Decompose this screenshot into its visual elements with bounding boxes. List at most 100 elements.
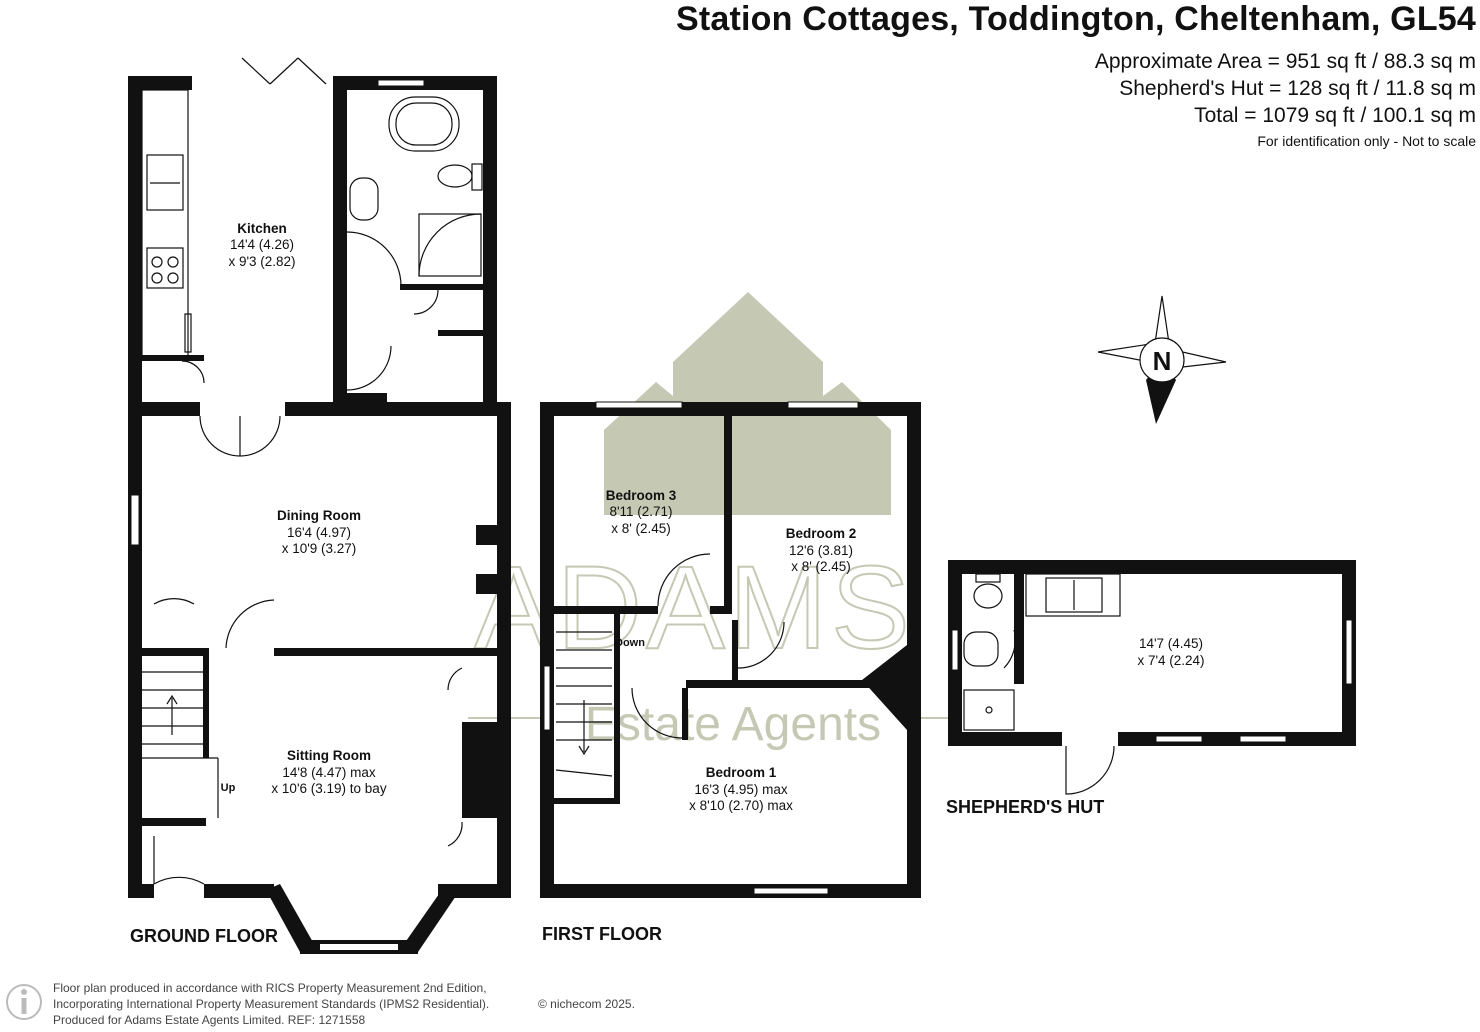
ground-floor-title: GROUND FLOOR [130,926,278,946]
first-floor-chimney [862,645,907,730]
bay-window-pane [320,944,398,950]
wall-cupboard [438,330,483,336]
window-hut-west [951,629,959,671]
bath-tub [388,96,460,152]
wall-bath-east [483,76,497,406]
wall-south-b [204,884,274,898]
wall-bed3-bed2 [724,416,732,610]
wall-bed1-north [686,680,907,688]
bedroom3-dim1: 8'11 (2.71) [609,504,672,519]
dining-pier-b [476,574,497,594]
wall-first-west [540,402,554,898]
first-floor-fixtures [555,553,785,777]
bath-wc [437,164,473,188]
first-floor-title: FIRST FLOOR [542,924,662,944]
sitting-dim2: x 10'6 (3.19) to bay [271,781,386,796]
chimney-breast [462,722,497,818]
window-bed1 [753,887,829,895]
footer-line1: Floor plan produced in accordance with R… [53,981,487,995]
wall-hut-south-b [1118,732,1356,746]
hut-worktop [1025,573,1121,617]
hob-ring-2 [167,256,179,268]
bedroom2-dim2: x 8' (2.45) [791,559,851,574]
footer-line3: Produced for Adams Estate Agents Limited… [53,1013,366,1027]
dining-door-swing [225,599,275,649]
compass-north-icon: N [1097,295,1227,424]
wall-bath-south [400,284,483,290]
wall-kitchen-cupboard [142,355,204,361]
window-bed3 [595,401,683,409]
kitchen-worktop [141,89,189,357]
kitchen-sink [146,154,184,211]
kitchen-appliance [184,313,192,353]
wall-hut-south-a [948,732,1062,746]
wall-south-a [128,884,154,898]
footer: Floor plan produced in accordance with R… [53,980,635,1028]
window-dining [130,494,140,546]
window-bath [377,79,425,87]
bath-door-swing [346,231,402,287]
wall-ground-west [128,76,142,898]
window-hut-b [1239,735,1287,743]
hut-door-swing [1065,745,1115,795]
kitchen-dim1: 14'4 (4.26) [230,237,294,252]
wall-bed3-stub [710,606,732,614]
watermark-tagline: Estate Agents [585,698,881,751]
hob-ring-1 [151,256,163,268]
ground-floor-plan [128,76,511,954]
wall-kitchen-north-a [128,76,192,90]
sitting-dim1: 14'8 (4.47) max [282,765,376,780]
bath-wc-cistern [471,163,483,191]
window-landing [543,665,551,731]
bifold-door-a [241,57,271,85]
bed1-door-swing [631,687,683,739]
wall-stairs-east [203,648,209,758]
bedroom3-label: Bedroom 3 [606,488,677,503]
page-title: Station Cottages, Toddington, Cheltenham… [675,0,1476,38]
first-stair-arrow-head [578,745,590,756]
bifold-door-b [269,57,299,85]
wall-bed3-south [554,606,658,614]
shepherds-hut-title: SHEPHERD'S HUT [946,797,1104,817]
sitting-label: Sitting Room [287,748,371,763]
larder-door-swing [181,360,205,384]
shepherds-hut-fixtures [963,573,1121,795]
hut-sink [1045,577,1103,613]
wall-stair-first [614,614,620,804]
wall-stairs-north [128,648,208,656]
first-floor-plan [540,401,921,898]
bedroom3-dim2: x 8' (2.45) [611,521,671,536]
bedroom1-dim2: x 8'10 (2.70) max [689,798,793,813]
hut-wc [973,583,1003,609]
shepherds-hut-area: Shepherd's Hut = 128 sq ft / 11.8 sq m [1119,77,1476,100]
stairs-up-label: Up [221,782,236,794]
bedroom1-dim1: 16'3 (4.95) max [694,782,788,797]
approximate-area: Approximate Area = 951 sq ft / 88.3 sq m [1094,50,1476,73]
alcove-cupboard-a [447,667,463,691]
window-bed2 [787,401,859,409]
kitchen-label: Kitchen [237,221,287,236]
understair-door-swing [153,598,195,605]
kitchen-hob [146,247,184,289]
hut-wc-door [1003,629,1016,669]
cupboard-door-swing [413,289,439,315]
footer-copyright: © nichecom 2025. [538,997,635,1011]
wall-first-south [540,884,921,898]
kitchen-door-swing [346,345,392,391]
wall-ground-east [497,402,511,898]
hut-shower-drain [985,706,993,714]
bay-right [404,884,460,952]
hut-dim1: 14'7 (4.45) [1139,636,1203,651]
bedroom2-label: Bedroom 2 [786,526,857,541]
wall-hut-north [948,560,1356,574]
ground-floor-fixtures [141,57,483,885]
hut-dim2: x 7'4 (2.24) [1137,653,1204,668]
wall-hut-wc [1014,574,1024,684]
scale-disclaimer: For identification only - Not to scale [1257,133,1476,149]
dining-pier-a [476,525,497,545]
hut-shower [963,689,1015,731]
kitchen-dim2: x 9'3 (2.82) [228,254,295,269]
bedroom1-label: Bedroom 1 [706,765,777,780]
bay-left [266,884,314,952]
wall-bed2-door [732,620,738,684]
